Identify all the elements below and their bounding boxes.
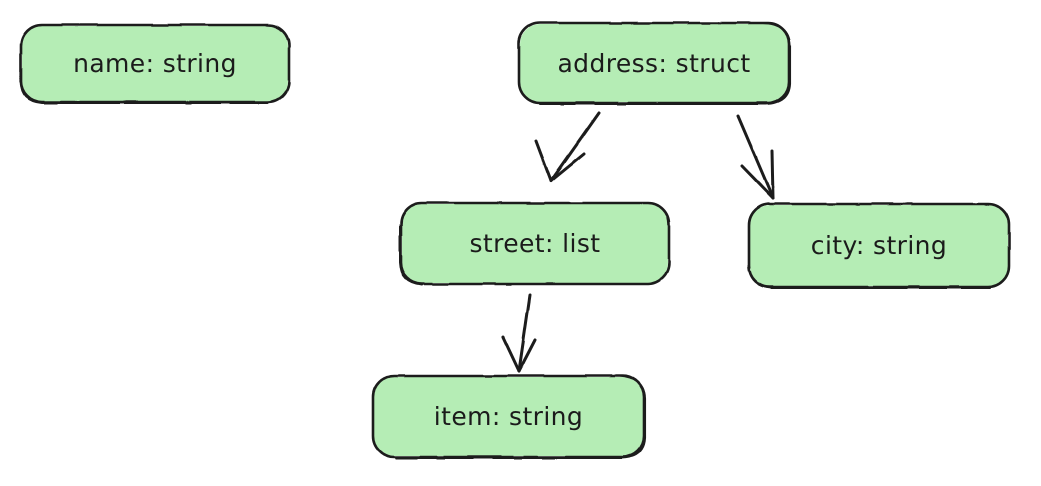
edge-street-to-item-arrowhead	[501, 335, 537, 373]
node-street-border-sketch	[399, 225, 423, 286]
node-item-border-sketch	[394, 374, 647, 460]
node-name[interactable]	[19, 23, 291, 105]
node-city-fill	[750, 205, 1008, 286]
edge-address-to-city-line	[736, 114, 775, 200]
edge-street-to-item[interactable]	[501, 293, 537, 373]
node-item[interactable]	[371, 374, 647, 460]
edge-address-to-street[interactable]	[534, 111, 601, 183]
edge-street-to-item-line	[517, 293, 532, 373]
node-name-border-sketch	[19, 23, 270, 105]
node-street[interactable]	[399, 201, 671, 286]
edge-address-to-city-arrowhead	[740, 149, 775, 200]
edge-address-to-city[interactable]	[736, 114, 775, 200]
node-address-fill	[520, 24, 788, 102]
node-city-border-sketch	[747, 202, 992, 290]
node-address-border-sketch	[538, 21, 792, 106]
node-name-fill	[22, 26, 288, 102]
edge-address-to-street-arrowhead	[534, 139, 586, 183]
node-address[interactable]	[517, 21, 792, 106]
node-item-fill	[374, 377, 643, 456]
edge-address-to-street-line	[549, 111, 601, 183]
node-city[interactable]	[747, 202, 1011, 290]
node-street-fill	[402, 204, 668, 283]
